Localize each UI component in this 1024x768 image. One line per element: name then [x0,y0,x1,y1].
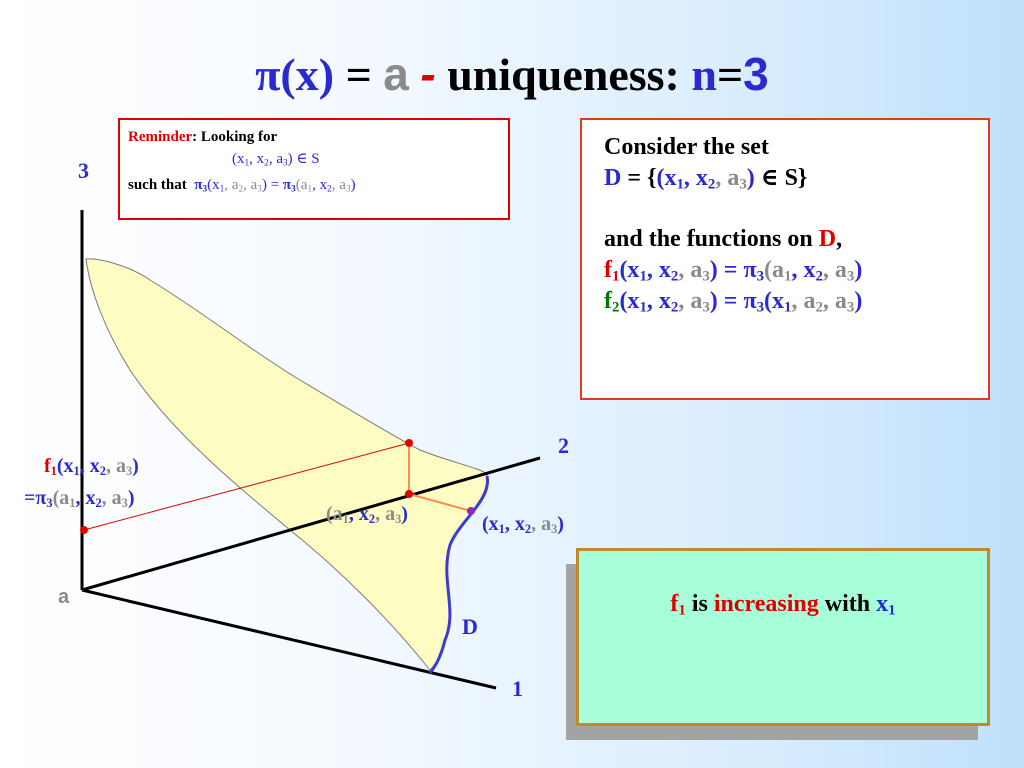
reminder-line-1: Reminder: Looking for [128,129,278,145]
projection-line [83,442,410,531]
consider-functions-intro: and the functions on D, [604,226,843,252]
point-x1x2a3-label: (x1, x2, a3) [482,513,564,537]
title-pi: π [255,49,281,100]
point-axis-3 [80,526,88,534]
title-eq2: = [716,49,744,100]
axis-2 [81,456,541,592]
point-a1x2a3 [405,490,413,498]
axis-1-label: 1 [512,676,523,701]
title-dash: - [420,48,436,100]
title-n: n [691,49,717,100]
d-curve [428,475,489,674]
consider-set-def: D = {(x1, x2, a3) ∈ S} [604,165,808,193]
surface-region [85,258,488,671]
title-three: 3 [743,48,769,100]
f1-point-label: f1(x1, x2, a3) [44,455,139,479]
region-d-label: D [462,614,478,639]
consider-f2-def: f2(x1, x2, a3) = π3(x1, a2, a3) [604,288,863,316]
pi-point-label: =π3(a1, x2, a3) [24,487,135,511]
axis-3-label: 3 [78,158,89,183]
reminder-label: Reminder [128,129,193,145]
title-x: (x) [280,49,335,100]
title-eq: = [345,49,372,100]
axis-1 [81,588,497,690]
title-uniqueness: uniqueness: [447,49,680,100]
origin-label: a [58,586,70,608]
title-a: a [383,48,409,100]
reminder-line-3: such that π3(x1, a2, a3) = π3(a1, x2, a3… [128,177,356,195]
reminder-line-2: (x1, x2, a3) ∈ S [232,151,320,169]
axis-2-label: 2 [558,433,569,458]
increasing-box: f1 is increasing with x1 [576,548,990,726]
reminder-box: Reminder: Looking for (x1, x2, a3) ∈ S s… [118,118,510,220]
increasing-word: increasing [713,591,819,617]
consider-box: Consider the set D = {(x1, x2, a3) ∈ S} … [580,118,990,400]
consider-f1-def: f1(x1, x2, a3) = π3(a1, x2, a3) [604,257,863,285]
consider-line-1: Consider the set [604,134,769,160]
point-x1x2a3 [467,507,475,515]
point-surface-top [405,439,413,447]
point-a1x2a3-label: (a1, x2, a3) [326,503,408,527]
slide-title: π(x) = a - uniqueness: n=3 [0,44,1024,105]
